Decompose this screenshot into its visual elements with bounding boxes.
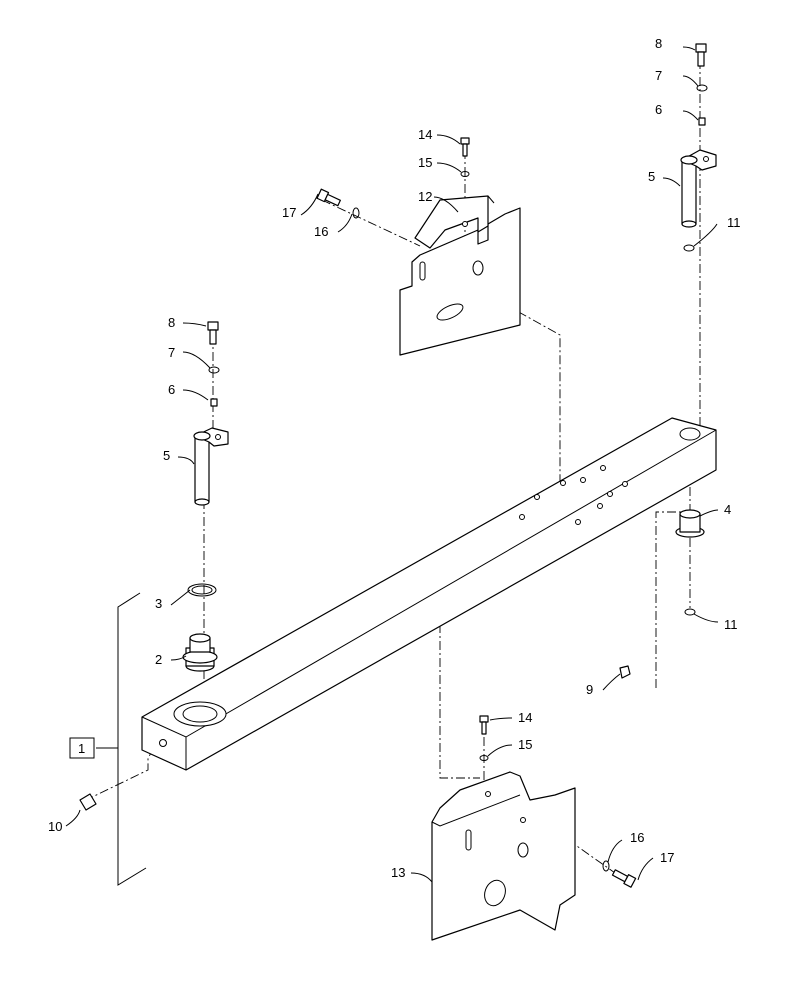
callout-7-right: 7	[655, 68, 662, 83]
callout-17-lower: 17	[660, 850, 674, 865]
callout-2: 2	[155, 652, 162, 667]
callout-13: 13	[391, 865, 405, 880]
bushing-left	[182, 633, 218, 672]
callout-9: 9	[586, 682, 593, 697]
upper-bracket	[399, 195, 521, 356]
item-1-box	[69, 737, 95, 759]
callout-10: 10	[48, 819, 62, 834]
callout-15-upper: 15	[418, 155, 432, 170]
pivot-pin-left	[193, 427, 229, 506]
leader-lines	[65, 46, 719, 883]
callout-11-top: 11	[727, 215, 741, 230]
callout-16-upper: 16	[314, 224, 328, 239]
callout-14-lower: 14	[518, 710, 532, 725]
callout-15-lower: 15	[518, 737, 532, 752]
bushing-right	[675, 509, 705, 538]
callout-7-left: 7	[168, 345, 175, 360]
callout-16-lower: 16	[630, 830, 644, 845]
callout-5-left: 5	[163, 448, 170, 463]
callout-6-right: 6	[655, 102, 662, 117]
callout-3: 3	[155, 596, 162, 611]
callout-4: 4	[724, 502, 731, 517]
callout-labels: 8 7 6 5 11 14 15 12 17 16 8 7 6 5 4 11 3…	[48, 36, 741, 880]
lower-bracket	[431, 771, 576, 941]
snap-ring	[187, 583, 217, 597]
callout-5-right: 5	[648, 169, 655, 184]
callout-6-left: 6	[168, 382, 175, 397]
callout-11-bottom: 11	[724, 617, 738, 632]
callout-8-left: 8	[168, 315, 175, 330]
hardware	[79, 43, 708, 888]
callout-8-right: 8	[655, 36, 662, 51]
callout-1: 1	[78, 741, 85, 756]
assembly-bracket-1	[69, 592, 147, 886]
frame-beam	[141, 417, 717, 771]
callout-12: 12	[418, 189, 432, 204]
pivot-pin-right	[680, 149, 717, 228]
callout-14-upper: 14	[418, 127, 432, 142]
callout-17-upper: 17	[282, 205, 296, 220]
